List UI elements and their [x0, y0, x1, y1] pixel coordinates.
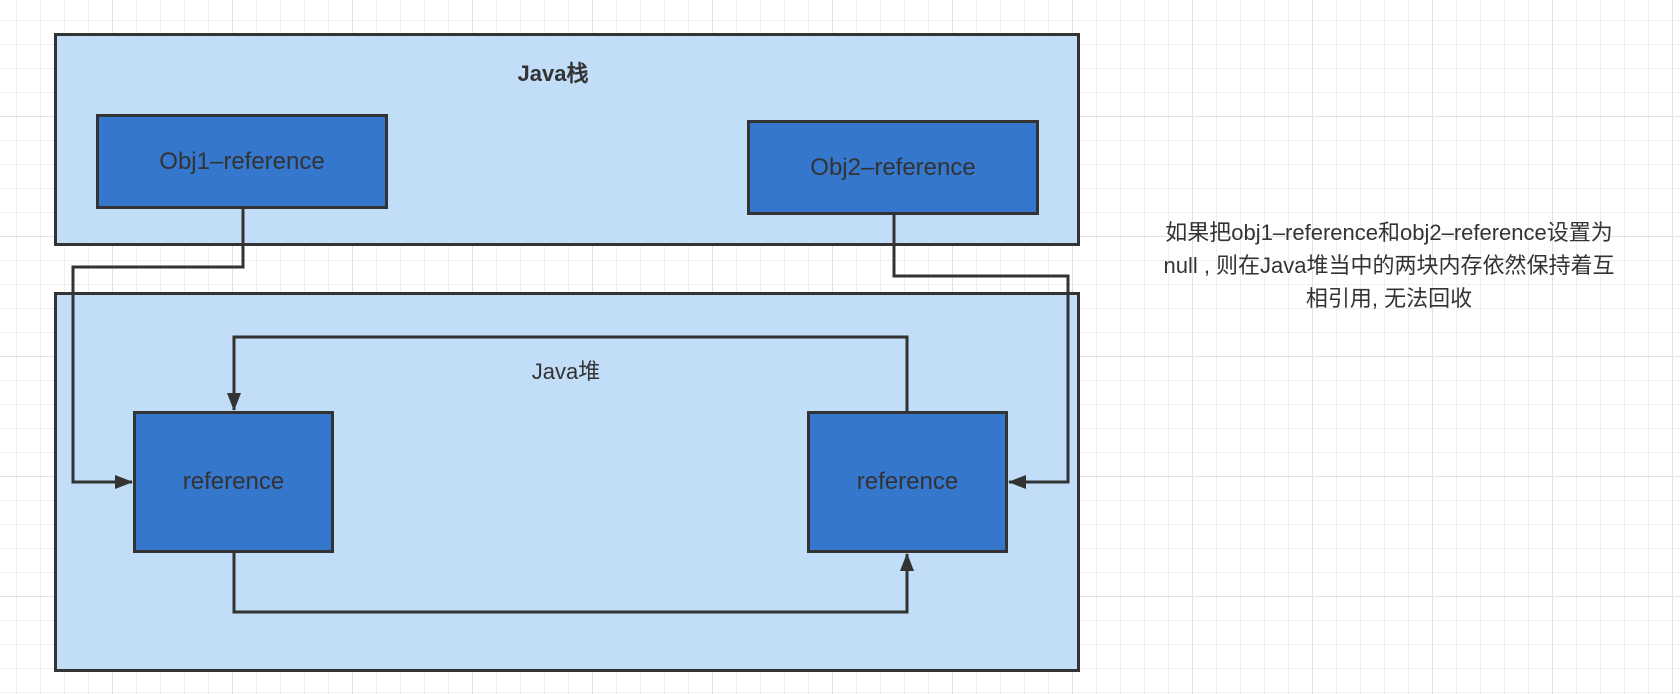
heap-left-reference-node: reference	[133, 411, 334, 553]
heap-right-reference-node: reference	[807, 411, 1008, 553]
annotation-note: 如果把obj1–reference和obj2–reference设置为 null…	[1100, 216, 1678, 315]
java-stack-title: Java栈	[517, 61, 589, 86]
heap-left-reference-label: reference	[182, 468, 285, 495]
heap-right-reference-label: reference	[856, 468, 959, 495]
note-line: 相引用, 无法回收	[1305, 286, 1473, 311]
obj1-reference-node: Obj1–reference	[96, 114, 388, 209]
java-heap-title: Java堆	[531, 359, 601, 384]
note-line: 如果把obj1–reference和obj2–reference设置为	[1165, 220, 1613, 245]
obj1-reference-label: Obj1–reference	[159, 147, 325, 175]
obj2-reference-label: Obj2–reference	[810, 153, 976, 181]
note-line: null , 则在Java堆当中的两块内存依然保持着互	[1163, 253, 1615, 278]
obj2-reference-node: Obj2–reference	[747, 120, 1039, 215]
